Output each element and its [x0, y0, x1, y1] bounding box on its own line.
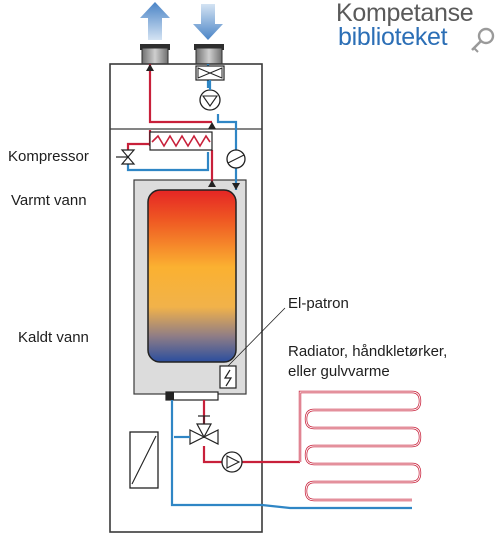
- intake-damper: [195, 65, 225, 81]
- intake-air-arrow: [193, 4, 223, 40]
- heat-exchanger: [149, 131, 213, 151]
- label-hot-water: Varmt vann: [11, 192, 87, 209]
- immersion-heater: [219, 365, 237, 389]
- immersion-heater-leader: [227, 307, 286, 367]
- label-radiator-line-2: eller gulvvarme: [288, 363, 390, 380]
- label-radiator-line-1: Radiator, håndkletørker,: [288, 343, 448, 360]
- logo-line-2: biblioteket: [338, 23, 448, 51]
- heating-pump: [221, 451, 243, 473]
- logo: Kompetanse biblioteket: [336, 0, 474, 51]
- flow-arrow-down-tank: [232, 183, 240, 190]
- refrigerant-pump: [226, 149, 246, 169]
- label-compressor: Kompressor: [8, 148, 89, 165]
- hot-water-tank: [147, 189, 237, 363]
- ventilation-fan: [199, 80, 221, 111]
- exhaust-duct: [140, 44, 170, 65]
- flow-arrow-up-exchanger: [208, 122, 216, 129]
- key-icon: [471, 27, 495, 53]
- exhaust-air-arrow: [140, 2, 170, 40]
- refrigerant-hot-lines: [126, 64, 214, 182]
- cold-water-supply-line: [170, 400, 412, 510]
- logo-line-1: Kompetanse: [336, 0, 474, 27]
- expansion-valve: [116, 149, 136, 165]
- refrigerant-cold-lines: [126, 64, 238, 190]
- housing-outline: [109, 63, 263, 533]
- tank-connector: [165, 391, 219, 401]
- label-cold-water: Kaldt vann: [18, 329, 89, 346]
- intake-duct: [194, 44, 224, 65]
- three-way-valve: [174, 415, 219, 445]
- radiator-coil-inner: [299, 391, 421, 501]
- label-immersion-heater: El-patron: [288, 295, 349, 312]
- control-unit: [129, 431, 159, 489]
- flow-arrow-up-exhaust: [146, 64, 154, 71]
- flow-arrow-up-tank: [208, 180, 216, 187]
